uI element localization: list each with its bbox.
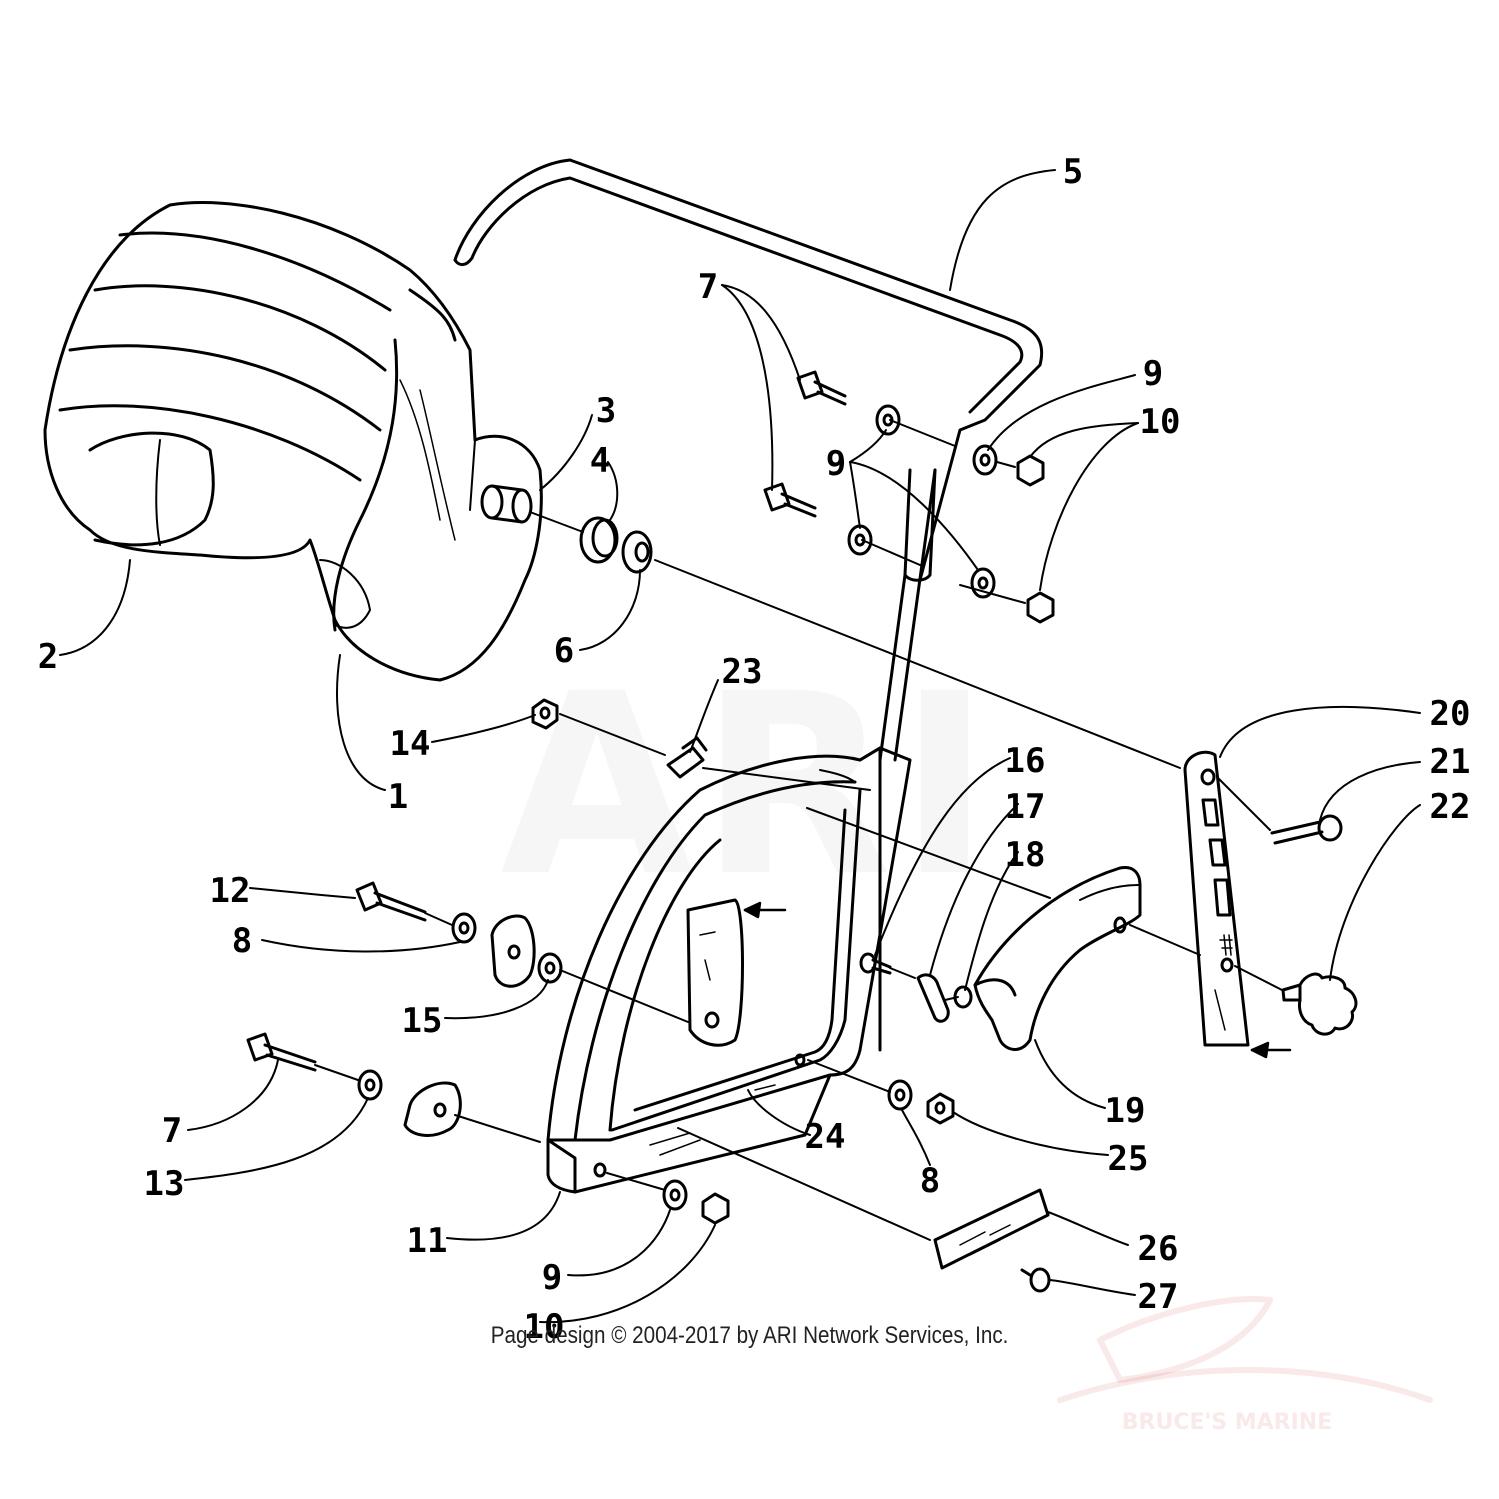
callout-13: 13 [144, 1164, 185, 1204]
copyright-notice: Page design © 2004-2017 by ARI Network S… [490, 1322, 1009, 1349]
washer-13 [357, 1069, 383, 1101]
reflector-26 [933, 1188, 1050, 1270]
arrow-icon [743, 901, 787, 919]
clip-23 [666, 736, 708, 779]
callout-8-right: 8 [920, 1161, 940, 1201]
callout-9-right: 9 [1143, 354, 1163, 394]
boat-logo [1057, 1296, 1433, 1403]
bolt-21 [1270, 814, 1343, 845]
brace-plate [686, 898, 744, 1047]
nut-14 [531, 698, 559, 730]
callout-16: 16 [1005, 741, 1046, 781]
callout-6: 6 [554, 631, 574, 671]
callout-25: 25 [1108, 1139, 1149, 1179]
strap-bar-20 [1183, 750, 1250, 1047]
rivet-27 [1020, 1267, 1051, 1293]
washer-9-lower [662, 1179, 688, 1211]
callout-8-left: 8 [232, 921, 252, 961]
backrest-frame-tube [453, 158, 1044, 762]
callout-10-lower: 10 [524, 1307, 565, 1347]
link-17 [916, 973, 950, 1023]
bolt-7-lower [246, 1032, 317, 1072]
callout-4: 4 [590, 441, 610, 481]
bolt-7-upper [796, 370, 847, 406]
nuts-10-upper [1016, 454, 1055, 624]
callout-14: 14 [390, 724, 431, 764]
knob-plate-lower [403, 1081, 462, 1137]
logo-wordmark: BRUCE'S MARINE [1121, 1410, 1333, 1435]
callout-27: 27 [1138, 1277, 1179, 1317]
callout-10-upper: 10 [1140, 402, 1181, 442]
star-knob-22 [1281, 972, 1358, 1036]
backrest-cushion [43, 201, 543, 682]
leader-lines [59, 169, 1421, 1324]
nut-25 [926, 1092, 955, 1125]
callout-7-upper: 7 [698, 267, 718, 307]
callout-1: 1 [388, 777, 408, 817]
callout-11: 11 [407, 1221, 448, 1261]
callout-21: 21 [1430, 742, 1471, 782]
callout-24: 24 [805, 1117, 846, 1157]
callout-3: 3 [596, 391, 616, 431]
bushing-3 [480, 484, 533, 524]
knob-plate-upper [490, 914, 536, 988]
washer-8-left [451, 912, 477, 944]
callout-22: 22 [1430, 787, 1471, 827]
callout-26: 26 [1138, 1229, 1179, 1269]
callout-17: 17 [1005, 787, 1046, 827]
assembly-lines [314, 419, 1283, 1241]
screw-16 [859, 952, 892, 975]
bolt-7-middle [763, 482, 817, 518]
callout-7-lower: 7 [162, 1111, 182, 1151]
callout-23: 23 [722, 652, 763, 692]
grommet-4 [579, 516, 619, 564]
washer-8-right [887, 1079, 913, 1111]
callout-5: 5 [1063, 152, 1083, 192]
nut-10-lower [701, 1192, 730, 1225]
side-bracket-24 [546, 746, 912, 1194]
armrest-pad-19 [973, 865, 1142, 1051]
callout-12: 12 [210, 871, 251, 911]
washer-15 [537, 952, 563, 984]
callout-18: 18 [1005, 835, 1046, 875]
washer-6 [621, 530, 653, 574]
callout-15: 15 [402, 1001, 443, 1041]
callout-9-lower: 9 [542, 1258, 562, 1298]
callout-19: 19 [1105, 1091, 1146, 1131]
callout-9-middle: 9 [826, 444, 846, 484]
callout-20: 20 [1430, 694, 1471, 734]
bolt-12 [355, 881, 427, 922]
arrow-icon [1250, 1041, 1292, 1059]
callout-2: 2 [38, 637, 58, 677]
